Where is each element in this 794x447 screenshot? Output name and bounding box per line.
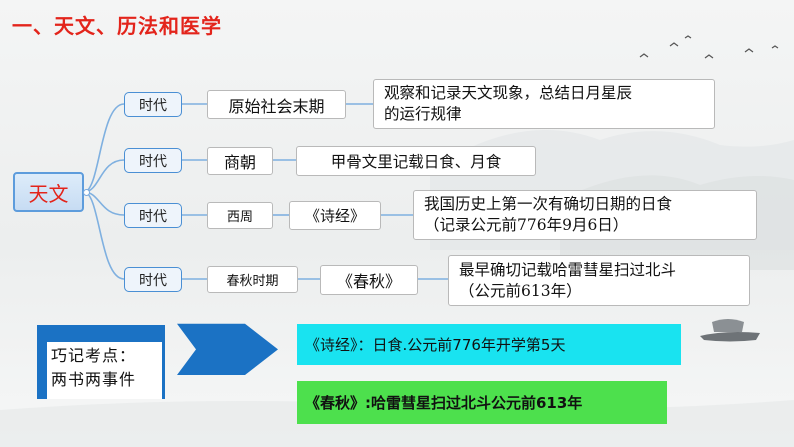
desc-line: 观察和记录天文现象，总结日月星辰 bbox=[384, 84, 633, 102]
root-node: 天文 bbox=[13, 172, 84, 212]
arrow-icon bbox=[177, 323, 278, 376]
era-label-node: 时代 bbox=[124, 92, 182, 117]
highlight-shijing: 《诗经》：日食.公元前776年开学第5天 bbox=[297, 324, 681, 365]
era-node: 春秋时期 bbox=[207, 266, 298, 293]
memo-text: 巧记考点： 两书两事件 bbox=[51, 344, 136, 392]
page-title: 一、天文、历法和医学 bbox=[12, 14, 222, 38]
desc-node: 最早确切记载哈雷彗星扫过北斗 （公元前613年） bbox=[448, 255, 750, 306]
highlight-chunqiu: 《春秋》:哈雷彗星扫过北斗公元前613年 bbox=[297, 381, 667, 424]
boat-icon bbox=[700, 319, 760, 342]
desc-line: 最早确切记载哈雷彗星扫过北斗 bbox=[459, 260, 677, 279]
desc-node: 观察和记录天文现象，总结日月星辰 的运行规律 bbox=[373, 79, 715, 129]
source-node: 《春秋》 bbox=[320, 265, 418, 295]
source-node: 《诗经》 bbox=[289, 201, 381, 230]
era-label-node: 时代 bbox=[124, 203, 182, 228]
memo-box: 巧记考点： 两书两事件 bbox=[37, 325, 165, 399]
era-label-node: 时代 bbox=[124, 267, 182, 292]
birds-icon bbox=[639, 35, 779, 59]
desc-node: 我国历史上第一次有确切日期的日食 （记录公元前776年9月6日） bbox=[413, 190, 757, 240]
memo-line: 巧记考点： bbox=[51, 346, 137, 365]
memo-inner bbox=[47, 342, 162, 399]
era-node: 原始社会末期 bbox=[207, 90, 346, 119]
memo-line: 两书两事件 bbox=[51, 370, 137, 389]
mindmap-connectors bbox=[83, 103, 448, 280]
desc-line: （记录公元前776年9月6日） bbox=[424, 216, 629, 234]
desc-node: 甲骨文里记载日食、月食 bbox=[296, 146, 536, 176]
desc-line: （公元前613年） bbox=[459, 281, 582, 300]
era-node: 西周 bbox=[207, 202, 273, 229]
era-label-node: 时代 bbox=[124, 148, 182, 173]
collapse-dot bbox=[83, 189, 90, 196]
desc-line: 的运行规律 bbox=[384, 105, 462, 123]
era-node: 商朝 bbox=[207, 147, 273, 175]
desc-line: 我国历史上第一次有确切日期的日食 bbox=[424, 195, 673, 213]
